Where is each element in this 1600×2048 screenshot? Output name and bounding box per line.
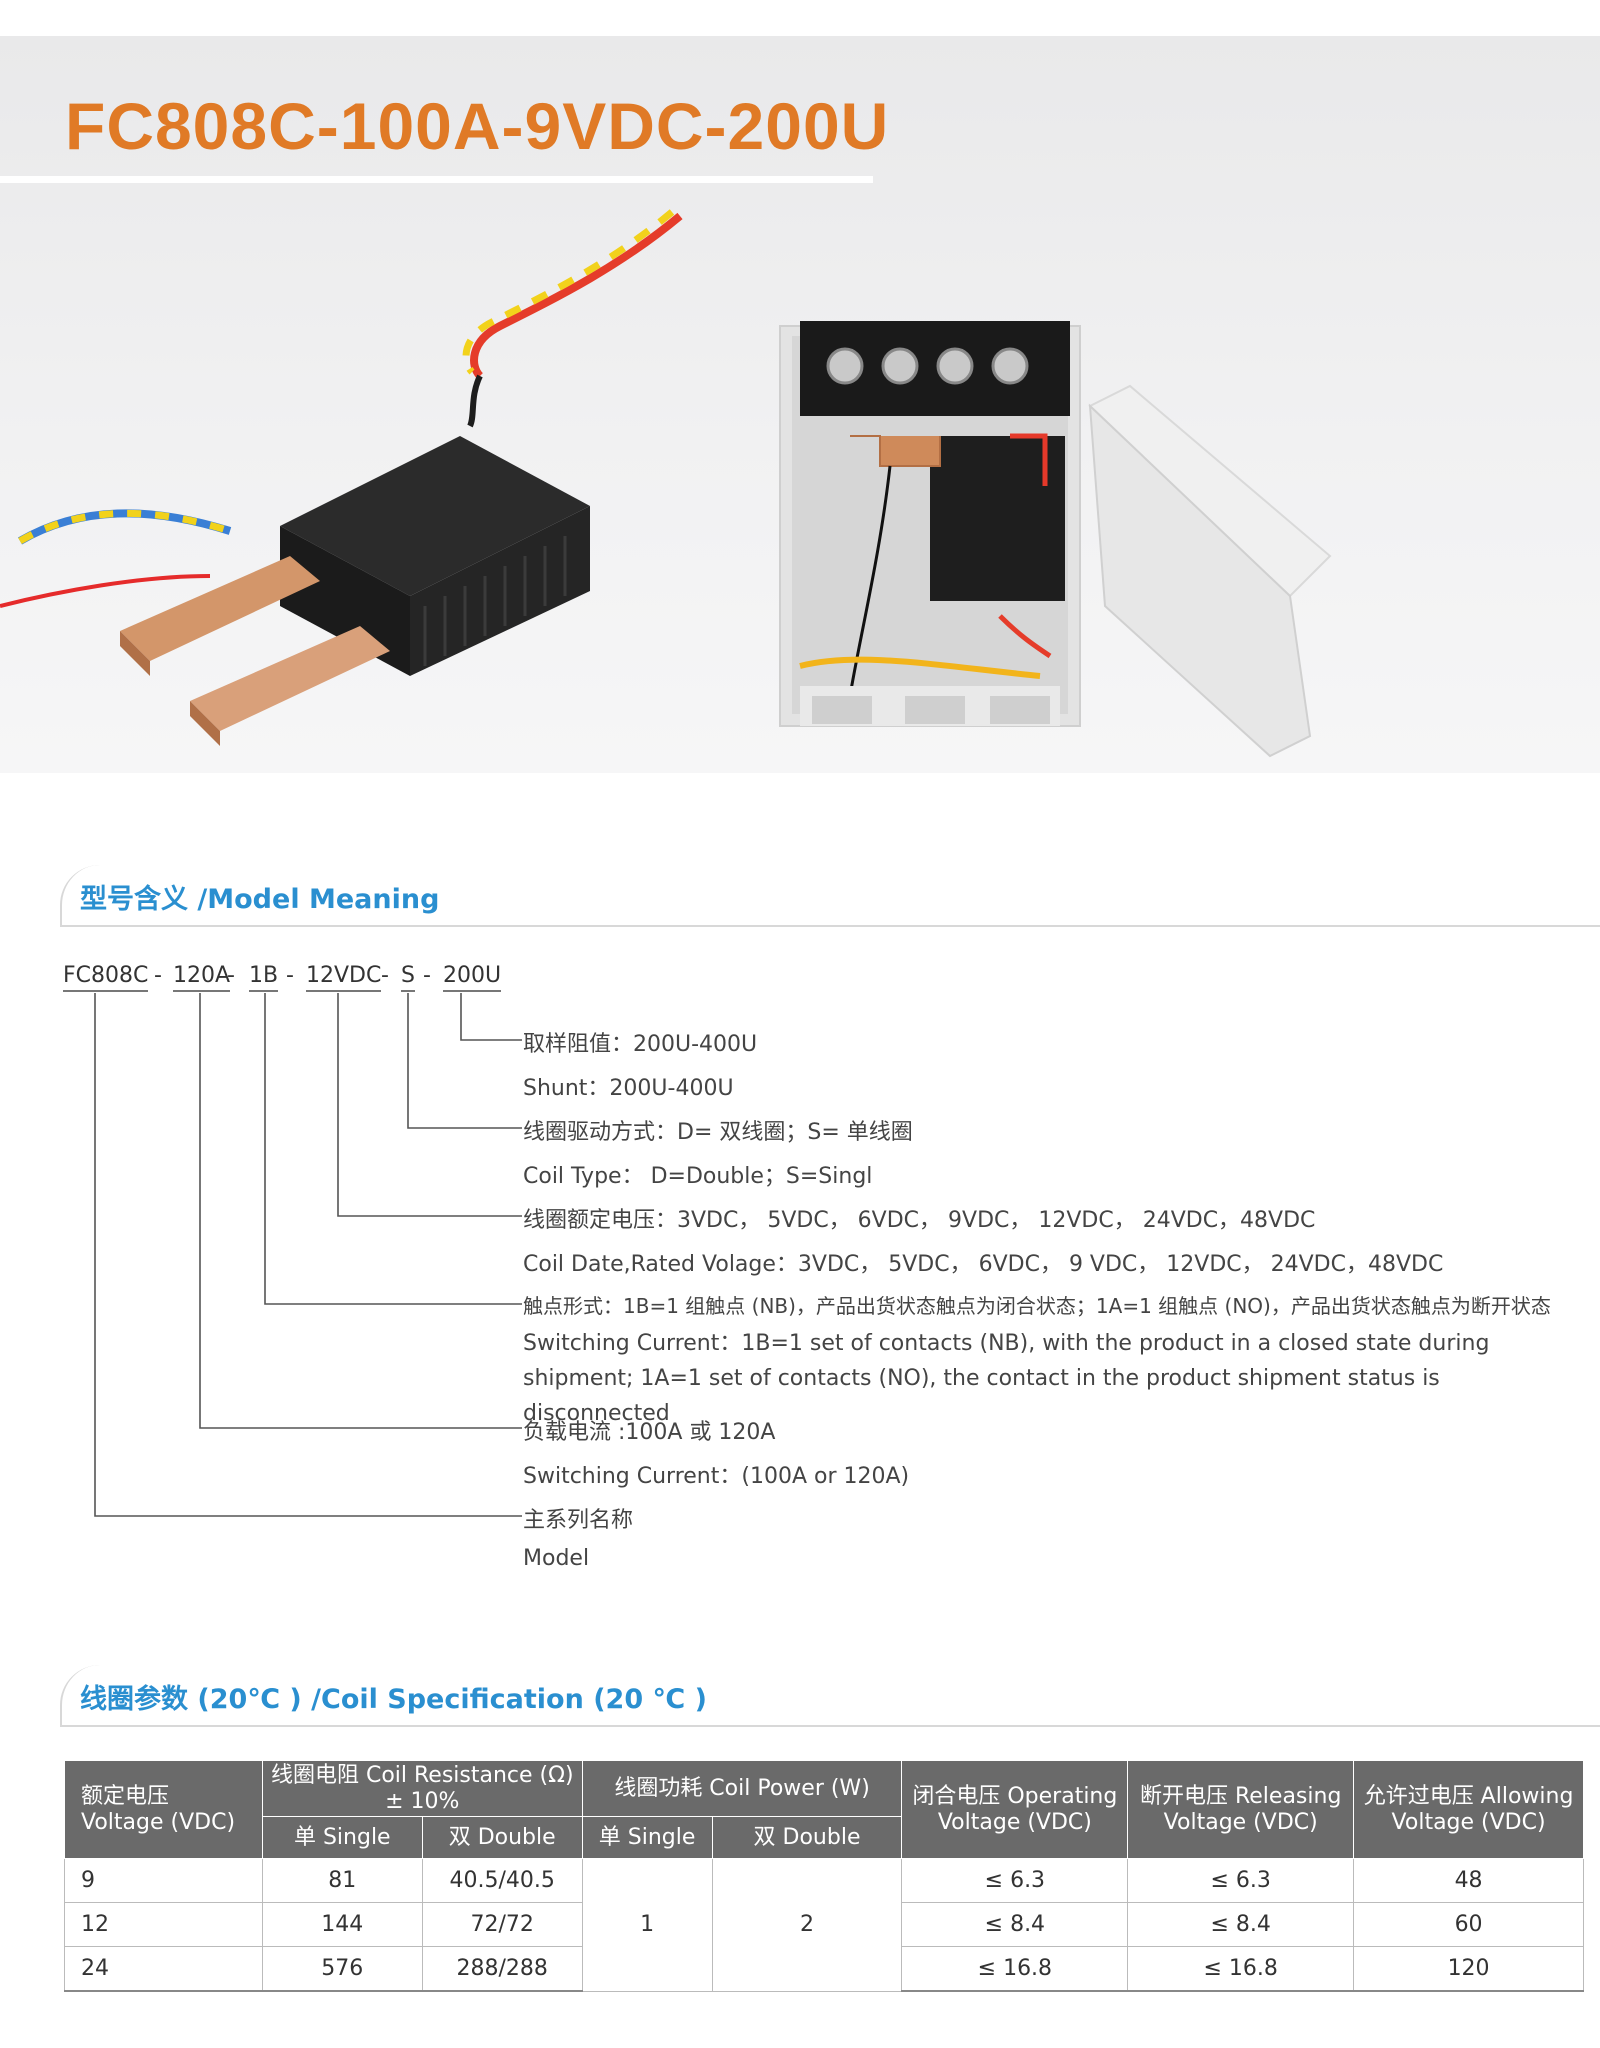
cell-releasing: ≤ 6.3	[1127, 1858, 1355, 1903]
code-voltage: 12VDC	[306, 963, 382, 992]
header-coil-resistance: 线圈电阻 Coil Resistance (Ω) ± 10%	[261, 1760, 583, 1817]
code-separator: -	[381, 963, 389, 988]
model-meaning-heading: 型号含义 /Model Meaning	[60, 865, 1600, 927]
code-separator: -	[154, 963, 162, 988]
product-title: FC808C-100A-9VDC-200U	[65, 89, 890, 163]
header-res-double: 双 Double	[421, 1816, 583, 1859]
hero-banner: FC808C-100A-9VDC-200U	[0, 36, 1600, 773]
coil-type-desc-en: Coil Type： D=Double；S=Singl	[523, 1164, 873, 1189]
current-desc-cn: 负载电流 :100A 或 120A	[523, 1420, 776, 1445]
current-desc-en: Switching Current：(100A or 120A)	[523, 1464, 910, 1489]
cell-res-single: 576	[261, 1946, 423, 1992]
header-power-double: 双 Double	[711, 1816, 903, 1859]
code-separator: -	[286, 963, 294, 988]
voltage-desc-en: Coil Date,Rated Volage：3VDC， 5VDC， 6VDC，…	[523, 1252, 1444, 1277]
table-row: 9 81 40.5/40.5 1 2 ≤ 6.3 ≤ 6.3 48	[64, 1858, 1584, 1992]
cell-releasing: ≤ 16.8	[1127, 1946, 1355, 1992]
coil-spec-title: 线圈参数 (20℃ ) /Coil Specification (20 ℃ )	[80, 1684, 707, 1715]
shunt-desc-en: Shunt：200U-400U	[523, 1076, 734, 1101]
code-series: FC808C	[63, 963, 149, 992]
shunt-desc-cn: 取样阻值：200U-400U	[523, 1032, 758, 1057]
cell-res-double: 288/288	[421, 1946, 583, 1992]
cell-voltage: 9	[64, 1858, 263, 1903]
contact-desc-cn: 触点形式：1B=1 组触点 (NB)，产品出货状态触点为闭合状态；1A=1 组触…	[523, 1294, 1551, 1318]
voltage-desc-cn: 线圈额定电压：3VDC， 5VDC， 6VDC， 9VDC， 12VDC， 24…	[523, 1208, 1316, 1233]
cell-res-single: 144	[261, 1902, 423, 1947]
code-contact: 1B	[249, 963, 279, 992]
model-desc-cn: 主系列名称	[523, 1508, 634, 1533]
code-separator: -	[423, 963, 431, 988]
contact-desc-en: Switching Current：1B=1 set of contacts (…	[523, 1331, 1490, 1426]
code-coil-type: S	[401, 963, 415, 992]
cell-res-single: 81	[261, 1858, 423, 1903]
cell-allowing: 120	[1353, 1946, 1584, 1992]
enclosure-illustration	[779, 321, 1332, 758]
header-coil-power: 线圈功耗 Coil Power (W)	[581, 1760, 903, 1817]
cell-voltage: 24	[64, 1946, 263, 1992]
cell-res-double: 72/72	[421, 1902, 583, 1947]
cell-power-single: 1	[581, 1858, 713, 1992]
cell-allowing: 60	[1353, 1902, 1584, 1947]
cell-power-double: 2	[711, 1858, 903, 1992]
header-releasing-voltage: 断开电压 Releasing Voltage (VDC)	[1127, 1760, 1355, 1859]
header-operating-voltage: 闭合电压 Operating Voltage (VDC)	[901, 1760, 1129, 1859]
cell-allowing: 48	[1353, 1858, 1584, 1903]
cell-operating: ≤ 16.8	[901, 1946, 1129, 1992]
coil-type-desc-cn: 线圈驱动方式：D= 双线圈；S= 单线圈	[523, 1120, 913, 1145]
cell-voltage: 12	[64, 1902, 263, 1947]
coil-spec-heading: 线圈参数 (20℃ ) /Coil Specification (20 ℃ )	[60, 1665, 1600, 1727]
title-underline	[0, 176, 873, 183]
cell-releasing: ≤ 8.4	[1127, 1902, 1355, 1947]
header-res-single: 单 Single	[261, 1816, 423, 1859]
header-power-single: 单 Single	[581, 1816, 713, 1859]
table-row: 12 144 72/72 ≤ 8.4 ≤ 8.4 60	[64, 1902, 1584, 1947]
coil-spec-table: 额定电压 Voltage (VDC) 线圈电阻 Coil Resistance …	[64, 1760, 1584, 1992]
cell-operating: ≤ 6.3	[901, 1858, 1129, 1903]
table-row: 24 576 288/288 ≤ 16.8 ≤ 16.8 120	[64, 1946, 1584, 1992]
model-desc-en: Model	[523, 1546, 590, 1571]
cell-res-double: 40.5/40.5	[421, 1858, 583, 1903]
code-separator: -	[227, 963, 235, 988]
header-allowing-voltage: 允许过电压 Allowing Voltage (VDC)	[1353, 1760, 1584, 1859]
code-current: 120A	[173, 963, 231, 992]
header-rated-voltage: 额定电压 Voltage (VDC)	[64, 1760, 263, 1859]
product-photo	[0, 209, 1332, 758]
cell-operating: ≤ 8.4	[901, 1902, 1129, 1947]
model-meaning-title: 型号含义 /Model Meaning	[80, 884, 440, 915]
code-shunt: 200U	[443, 963, 502, 992]
relay-illustration	[0, 209, 683, 746]
